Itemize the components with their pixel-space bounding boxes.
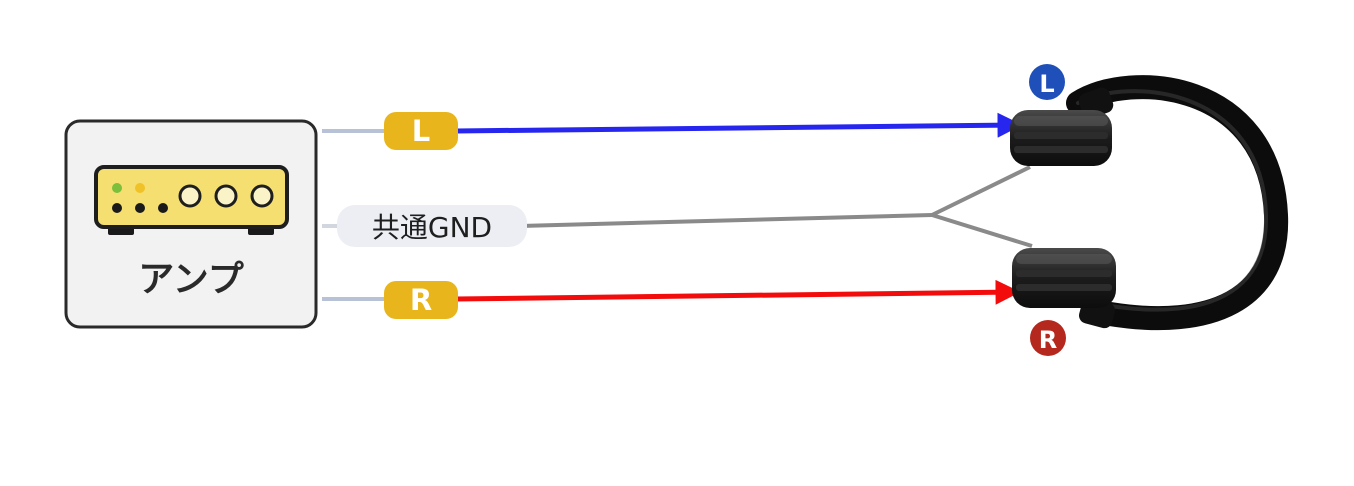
gnd-branch-right <box>931 213 1033 248</box>
left-channel-tag: L <box>384 112 458 150</box>
right-channel-wire <box>455 279 1021 305</box>
gnd-branch-left <box>931 165 1031 217</box>
gnd-tag-label: 共通GND <box>372 211 492 244</box>
right-ear-badge: R <box>1030 320 1066 356</box>
right-tag-label: R <box>410 283 432 317</box>
right-channel-tag: R <box>384 281 458 319</box>
left-ear-badge: L <box>1029 64 1065 100</box>
left-ear-cup <box>1010 110 1112 166</box>
headband <box>1066 75 1289 331</box>
left-tag-label: L <box>412 114 430 148</box>
amp-unit: アンプ <box>64 119 318 329</box>
left-channel-wire <box>455 112 1023 138</box>
amp-label: アンプ <box>138 259 243 300</box>
headphones-icon <box>1010 75 1289 331</box>
left-badge-label: L <box>1039 70 1054 98</box>
gnd-wire <box>519 213 933 228</box>
amplifier-icon <box>94 165 289 235</box>
right-badge-label: R <box>1039 326 1057 354</box>
gnd-tag: 共通GND <box>337 205 527 247</box>
right-ear-cup <box>1012 248 1116 308</box>
